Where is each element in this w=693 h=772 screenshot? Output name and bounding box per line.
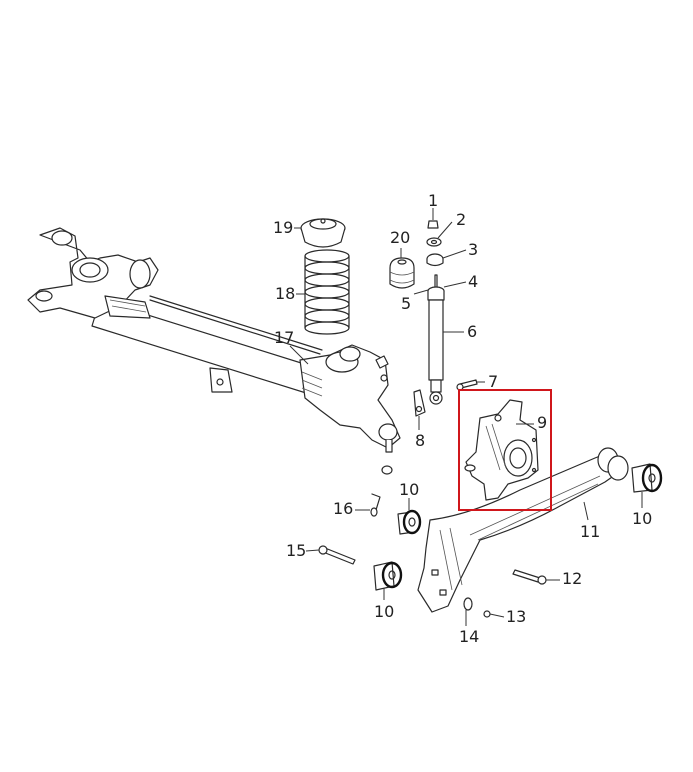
jounce-bumper-drawing — [389, 257, 415, 289]
mount-hardware-drawing — [426, 220, 444, 267]
callout-5: 5 — [401, 294, 412, 313]
callout-16: 16 — [333, 499, 354, 518]
callout-18: 18 — [275, 284, 296, 303]
knuckle-drawing — [464, 399, 539, 501]
coil-spring-drawing — [304, 249, 350, 335]
axle-beam-drawing — [27, 227, 401, 475]
callout-12: 12 — [562, 569, 583, 588]
callout-11: 11 — [580, 522, 601, 541]
bushing-drawings — [373, 463, 663, 591]
shock-absorber-drawing — [427, 274, 445, 405]
callout-4: 4 — [468, 272, 479, 291]
callout-10-upper: 10 — [399, 480, 420, 499]
callout-20: 20 — [390, 228, 411, 247]
spring-isolator-drawing — [300, 218, 346, 248]
leader-lines — [289, 208, 643, 626]
highlight-box-part-9 — [458, 389, 552, 511]
callout-8: 8 — [415, 431, 426, 450]
callout-6: 6 — [467, 322, 478, 341]
callout-7: 7 — [488, 372, 499, 391]
callout-10-right: 10 — [632, 509, 653, 528]
callout-13: 13 — [506, 607, 527, 626]
callout-9: 9 — [537, 413, 548, 432]
fasteners-drawing — [318, 493, 547, 618]
callout-14: 14 — [459, 627, 480, 646]
callout-19: 19 — [273, 218, 294, 237]
bracket-8-drawing — [413, 389, 426, 417]
callout-15: 15 — [286, 541, 307, 560]
bolt-7-drawing — [456, 379, 478, 391]
callout-3: 3 — [468, 240, 479, 259]
callout-10-lower: 10 — [374, 602, 395, 621]
callout-2: 2 — [456, 210, 467, 229]
callout-17: 17 — [274, 328, 295, 347]
callout-1: 1 — [428, 191, 439, 210]
